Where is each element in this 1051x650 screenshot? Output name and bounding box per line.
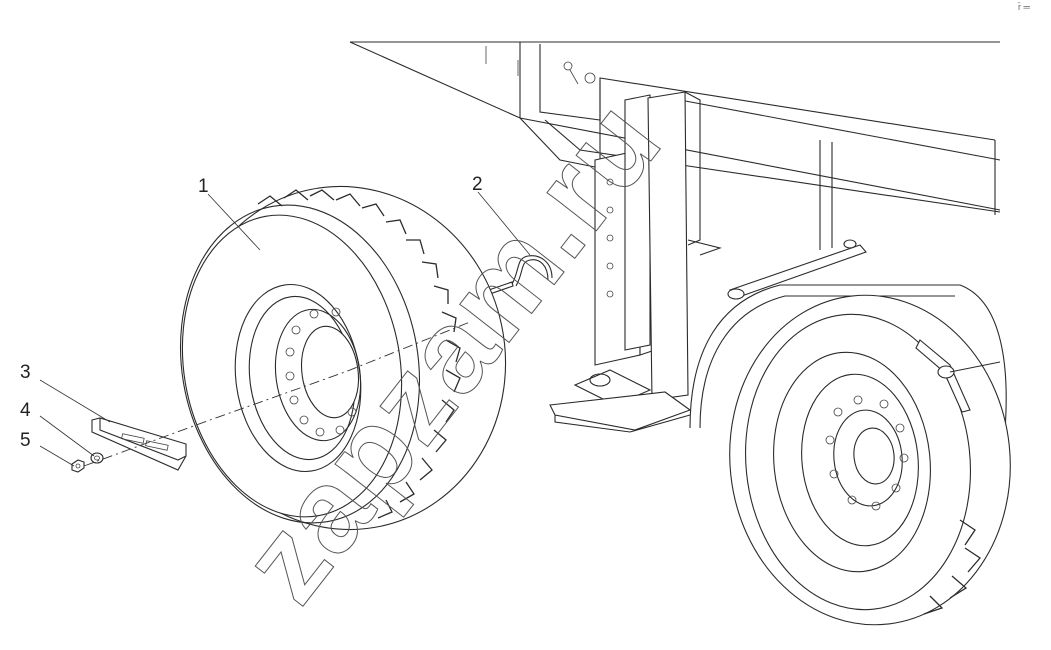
mounting-bracket-part [91,417,187,471]
trailer-frame [349,41,1001,250]
nut-part [71,459,85,473]
spare-wheel-part [179,185,507,531]
mounted-wheel [689,239,1011,626]
callout-2: 2 [472,174,483,195]
tire-tread [257,189,461,519]
callout-1: 1 [198,176,209,197]
assembly-axis-line [83,321,471,467]
leader-lines [39,191,531,467]
callout-5: 5 [20,430,31,451]
callout-4: 4 [20,400,31,421]
washer-part [90,452,104,464]
support-leg [549,91,722,433]
corner-mark: r̄ ═ [1017,2,1030,12]
callout-3: 3 [20,362,31,383]
